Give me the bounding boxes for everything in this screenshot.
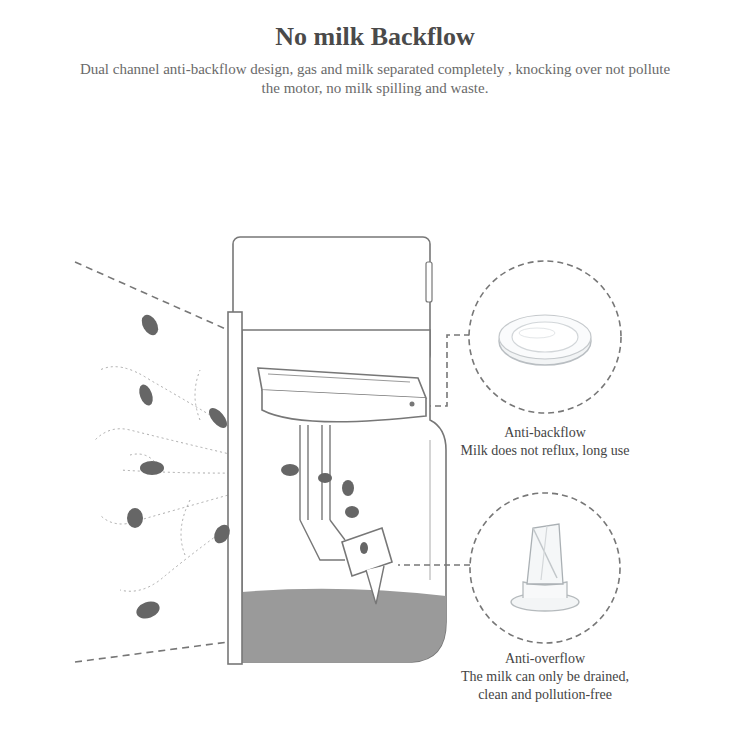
duckbill-spout — [366, 566, 384, 604]
duckbill-fold — [541, 526, 547, 580]
collected-milk — [242, 589, 446, 662]
membrane-housing — [262, 390, 426, 422]
callout-outline — [455, 258, 635, 416]
milk-drops — [127, 312, 368, 622]
duckbill-photo — [511, 524, 579, 611]
callout-body: The milk can only be drained, clean and … — [460, 668, 630, 704]
membrane-line — [268, 374, 410, 382]
membrane-top — [499, 315, 591, 359]
title: No milk Backflow — [0, 22, 750, 52]
flange-plate — [228, 312, 242, 664]
leader-line — [430, 335, 470, 406]
membrane-shine — [519, 328, 555, 338]
dashed-circle — [470, 493, 620, 643]
milk-cup — [242, 330, 446, 662]
membrane-photo — [499, 315, 591, 365]
callout-heading: Anti-overflow — [455, 650, 635, 668]
callout-body: Milk does not reflux, long use — [460, 442, 630, 460]
callout-circle: Anti-backflowMilk does not reflux, long … — [455, 258, 635, 460]
callout-circle: Anti-overflowThe milk can only be draine… — [455, 490, 635, 704]
subtitle: Dual channel anti-backflow design, gas a… — [70, 60, 680, 98]
breast-outline — [75, 642, 228, 662]
cup-edge — [430, 440, 431, 580]
callout-heading: Anti-backflow — [455, 424, 635, 442]
milk-channel — [300, 425, 345, 560]
membrane-inner — [512, 322, 578, 352]
duckbill-valve — [342, 528, 392, 576]
power-button — [426, 262, 432, 302]
dashed-circle — [469, 261, 621, 413]
duckbill-slit — [533, 528, 557, 578]
membrane-dot — [410, 402, 415, 407]
leader-line — [398, 564, 470, 566]
duckbill-bill — [527, 524, 563, 584]
callout-outline — [455, 490, 635, 646]
